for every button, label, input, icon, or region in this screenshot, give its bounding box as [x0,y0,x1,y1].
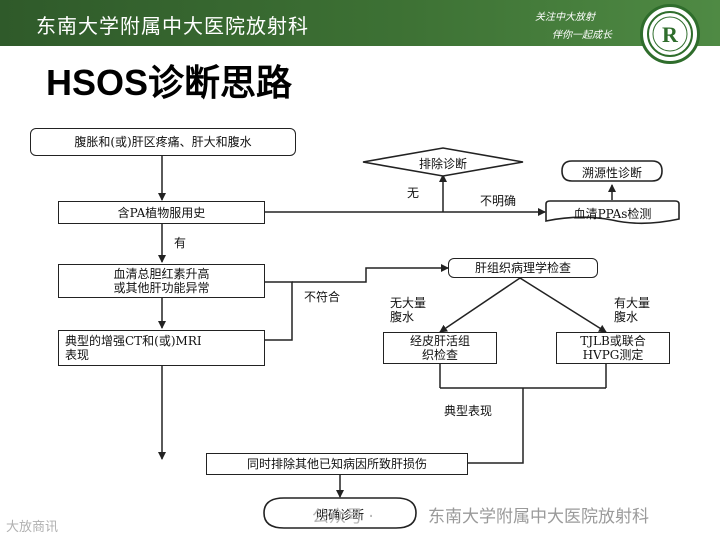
banner-title: 东南大学附属中大医院放射科 [36,14,309,38]
edge-label-massive-ascites: 有大量 腹水 [614,296,651,324]
slogan-line-2: 伴你一起成长 [552,30,612,41]
edge-path-to-biopsy [439,277,521,333]
node-trace-diagnosis: 溯源性诊断 [581,166,642,180]
slogan-line-1: 关注中大放射 [535,12,595,23]
hospital-logo: R [640,4,700,64]
watermark-text: 东南大学附属中大医院放射科 [428,507,649,527]
logo-glyph: R [662,22,679,47]
node-symptoms: 腹胀和(或)肝区疼痛、肝大和腹水 [30,128,296,156]
node-pathology: 肝组织病理学检查 [448,258,598,278]
edge-label-typical-findings: 典型表现 [444,404,493,418]
node-confirmed: 明确诊断 [315,508,364,522]
node-tjlb-hvpg: TJLB或联合 HVPG测定 [556,332,670,364]
edge-nonconform-bracket [265,281,293,341]
edge-path-to-tjlb [519,277,607,333]
page-title: HSOS诊断思路 [46,62,293,103]
edge-label-yes: 有 [174,236,187,250]
node-liver-function: 血清总胆红素升高 或其他肝功能异常 [58,264,265,298]
watermark-bottom-left: 大放商讯 [6,520,59,535]
edge-label-unclear: 不明确 [480,194,517,208]
node-pa-history: 含PA植物服用史 [58,201,265,224]
node-exclude-others: 同时排除其他已知病因所致肝损伤 [206,453,468,475]
node-ct-mri: 典型的增强CT和(或)MRI 表现 [58,330,265,366]
edge-label-inconsistent: 不符合 [304,290,341,304]
logo-emblem-icon: R [647,11,693,57]
watermark-gzh-label: 公众号 · [312,507,374,527]
edge-to-pathology [292,264,449,283]
node-percutaneous-biopsy: 经皮肝活组 织检查 [383,332,497,364]
header-banner [0,0,720,46]
node-ppas-test: 血清PPAs检测 [573,207,652,221]
edge-label-no: 无 [407,186,420,200]
node-exclude-diagnosis-label: 排除诊断 [418,157,467,171]
edge-label-no-massive-ascites: 无大量 腹水 [390,296,427,324]
